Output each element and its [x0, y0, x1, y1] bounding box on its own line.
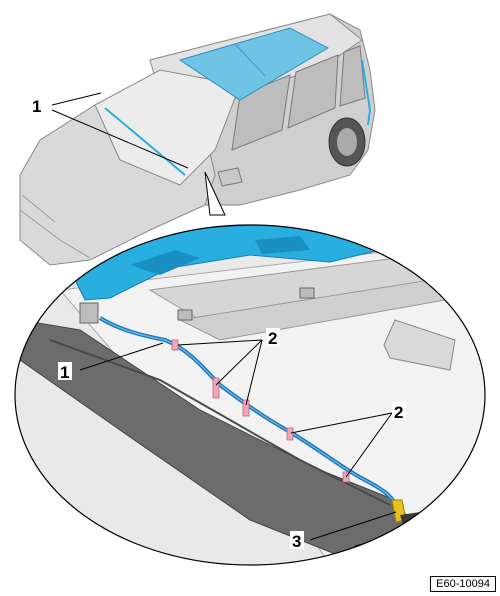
detail-view — [15, 225, 485, 565]
hose-clip — [286, 427, 294, 441]
callout-2-upper: 2 — [268, 329, 277, 348]
car-illustration — [19, 13, 376, 266]
callout-3: 3 — [292, 532, 301, 551]
figure-id-label: E60-10094 — [430, 576, 496, 592]
drain-hose-overview — [104, 107, 186, 176]
callout-leaders-top — [51, 92, 189, 169]
hose-clip — [242, 399, 250, 417]
callout-1-detail: 1 — [60, 363, 69, 382]
callout-2-lower: 2 — [394, 403, 403, 422]
rearview-mirror — [383, 319, 456, 371]
zoom-connector — [204, 171, 226, 216]
callout-leaders-detail — [79, 339, 397, 541]
detail-bubble-outline — [14, 224, 486, 566]
hose-clip — [212, 377, 220, 399]
callout-1-top: 1 — [32, 97, 41, 116]
hose-clip — [171, 339, 179, 351]
